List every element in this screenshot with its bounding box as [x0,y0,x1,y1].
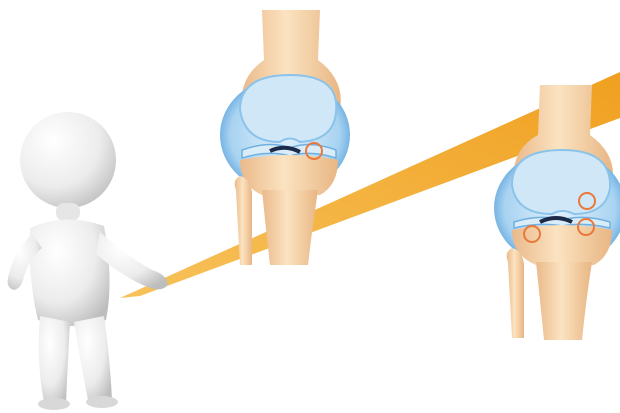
presenter-figure [8,112,168,410]
knee-joint-early [220,10,350,265]
